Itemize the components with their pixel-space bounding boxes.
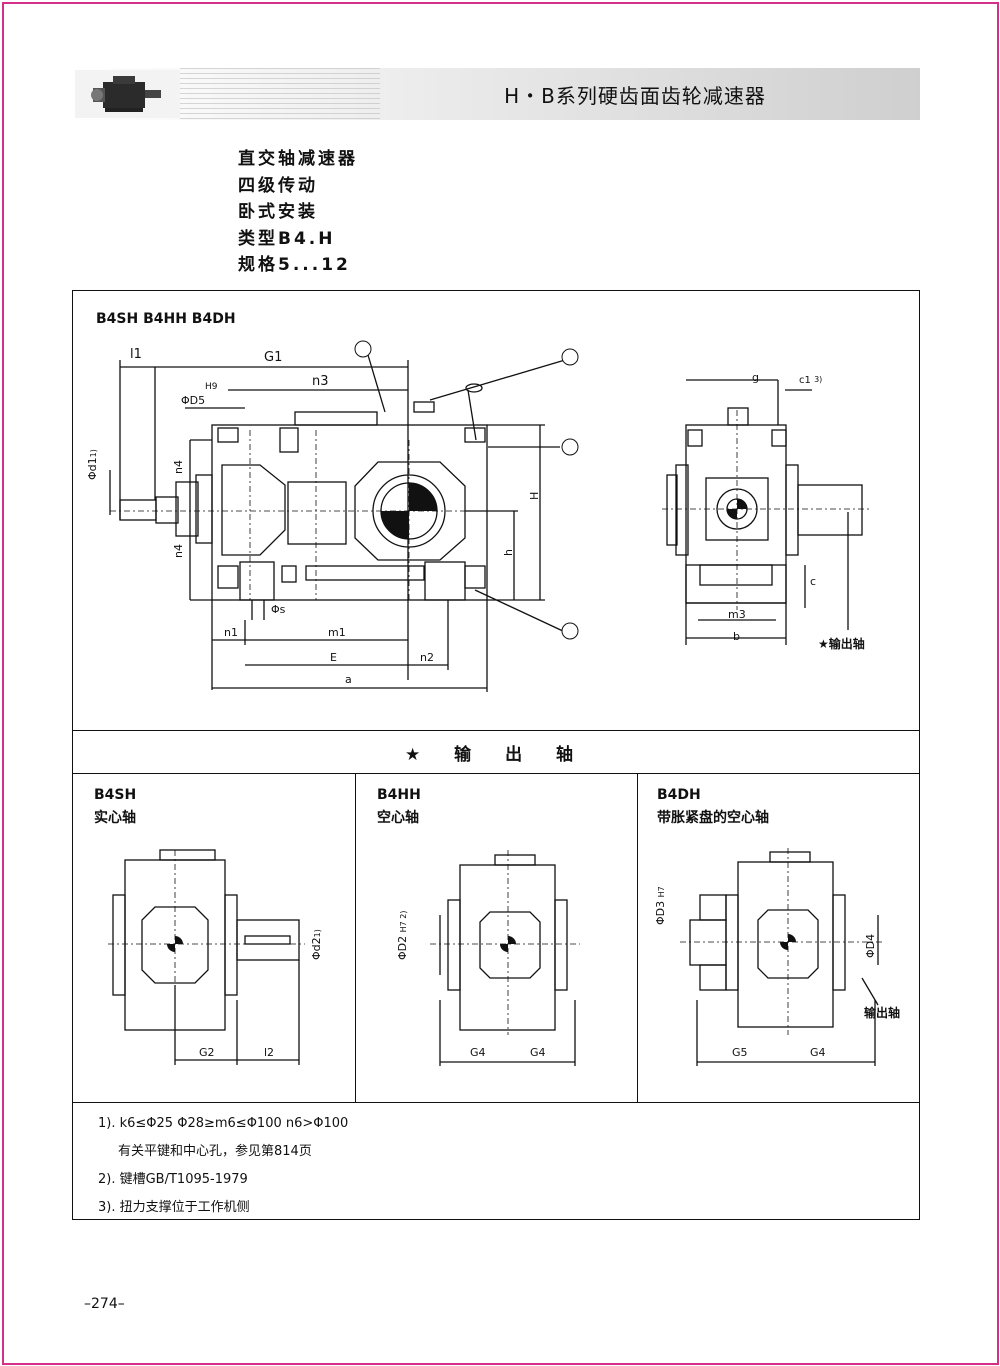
footnote: 1). k6≤Φ25 Φ28≥m6≤Φ100 n6>Φ100 — [98, 1116, 349, 1131]
dim-label: Φs — [271, 603, 286, 616]
intro-line: 卧式安装 — [238, 202, 318, 222]
output-shaft-label: 输出轴 — [864, 1006, 901, 1020]
dim-label: Φd21) — [310, 929, 323, 960]
product-intro: 直交轴减速器 四级传动 卧式安装 类型B4.H 规格5...12 — [238, 146, 358, 279]
footnote: 2). 键槽GB/T1095-1979 — [98, 1172, 248, 1187]
reducer-photo-thumbnail — [75, 70, 180, 118]
page-number: –274– — [84, 1296, 125, 1312]
dim-label: l2 — [264, 1046, 275, 1059]
header-title: H・B系列硬齿面齿轮减速器 — [504, 84, 766, 108]
drawing-panel — [72, 290, 920, 1220]
intro-line: 类型B4.H — [238, 228, 336, 249]
dim-label: G2 — [199, 1046, 215, 1059]
variant-desc: 实心轴 — [94, 810, 136, 826]
intro-line: 直交轴减速器 — [238, 149, 358, 169]
dim-label: c — [810, 575, 817, 588]
dim-label: g — [752, 371, 759, 384]
divider — [72, 1102, 920, 1103]
dim-label: E — [330, 651, 337, 664]
drawing-title: B4SH B4HH B4DH — [96, 311, 236, 327]
variant-code: B4HH — [377, 787, 421, 803]
dim-label: l1 — [130, 347, 142, 362]
footnotes: 1). k6≤Φ25 Φ28≥m6≤Φ100 n6>Φ100 有关平键和中心孔，… — [98, 1110, 348, 1222]
divider — [72, 730, 920, 731]
variant-drawings — [108, 848, 885, 1066]
intro-line: 规格5...12 — [238, 255, 351, 275]
output-shaft-label: ★输出轴 — [818, 637, 865, 651]
variant-code: B4SH — [94, 787, 137, 803]
dim-label: H9 — [205, 382, 218, 392]
dim-label: ΦD4 — [864, 933, 877, 958]
dim-label: m3 — [728, 608, 746, 621]
dim-label: c1 3) — [799, 375, 823, 386]
front-view-drawing — [109, 340, 579, 692]
dim-label: G4 — [810, 1046, 826, 1059]
dim-label: n3 — [312, 374, 329, 389]
variant-desc: 带胀紧盘的空心轴 — [657, 810, 769, 826]
divider — [637, 773, 638, 1102]
dim-label: G4 — [470, 1046, 486, 1059]
dim-label: ΦD3 H7 — [654, 886, 667, 925]
divider — [355, 773, 356, 1102]
dim-label: ΦD2 H7 2) — [396, 910, 409, 961]
variant-code: B4DH — [657, 787, 701, 803]
divider — [72, 773, 920, 774]
footnote: 3). 扭力支撑位于工作机侧 — [98, 1200, 250, 1215]
output-shaft-section-title: ★ 输 出 轴 — [405, 745, 587, 765]
dim-label: b — [733, 630, 740, 643]
footnote: 有关平键和中心孔，参见第814页 — [118, 1144, 312, 1159]
header-decoration — [180, 68, 380, 120]
dim-label: a — [345, 673, 352, 686]
dim-label: G4 — [530, 1046, 546, 1059]
dim-label: m1 — [328, 626, 346, 639]
dim-label: n2 — [420, 651, 434, 664]
dim-label: n1 — [224, 626, 238, 639]
intro-line: 四级传动 — [238, 175, 318, 196]
variant-desc: 空心轴 — [377, 810, 419, 826]
dim-label: G5 — [732, 1046, 748, 1059]
dim-label: ΦD5 — [181, 394, 206, 407]
dim-label: G1 — [264, 350, 283, 365]
side-view-drawing — [662, 379, 870, 645]
